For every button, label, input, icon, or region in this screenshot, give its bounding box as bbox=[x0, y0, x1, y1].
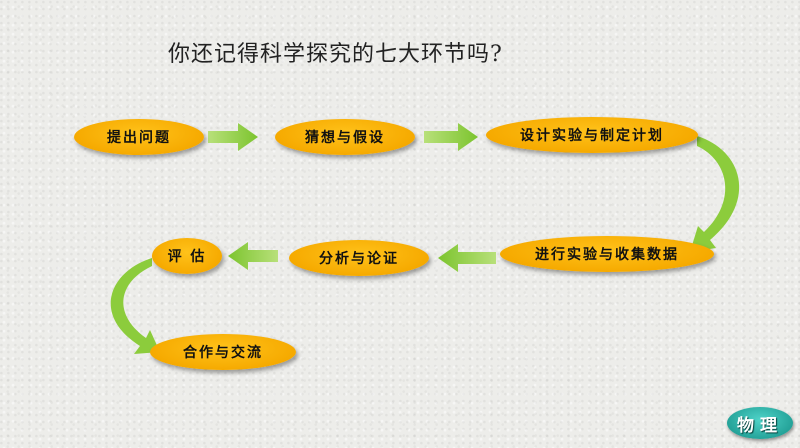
step-evaluation: 评 估 bbox=[152, 238, 222, 274]
step-analysis: 分析与论证 bbox=[289, 240, 429, 276]
arrow-2-3 bbox=[424, 123, 478, 151]
arrow-6-7 bbox=[110, 258, 160, 354]
arrow-5-6 bbox=[228, 242, 278, 270]
arrow-4-5 bbox=[438, 244, 496, 272]
page-title: 你还记得科学探究的七大环节吗? bbox=[168, 42, 503, 67]
arrow-1-2 bbox=[208, 123, 258, 151]
step-cooperation: 合作与交流 bbox=[150, 334, 296, 370]
step-design-plan: 设计实验与制定计划 bbox=[486, 117, 698, 153]
step-ask-question: 提出问题 bbox=[74, 119, 204, 155]
physics-logo-icon: 物理 bbox=[727, 407, 793, 439]
arrow-3-4 bbox=[690, 136, 740, 252]
step-hypothesis: 猜想与假设 bbox=[275, 119, 415, 155]
step-experiment-collect: 进行实验与收集数据 bbox=[500, 236, 714, 272]
